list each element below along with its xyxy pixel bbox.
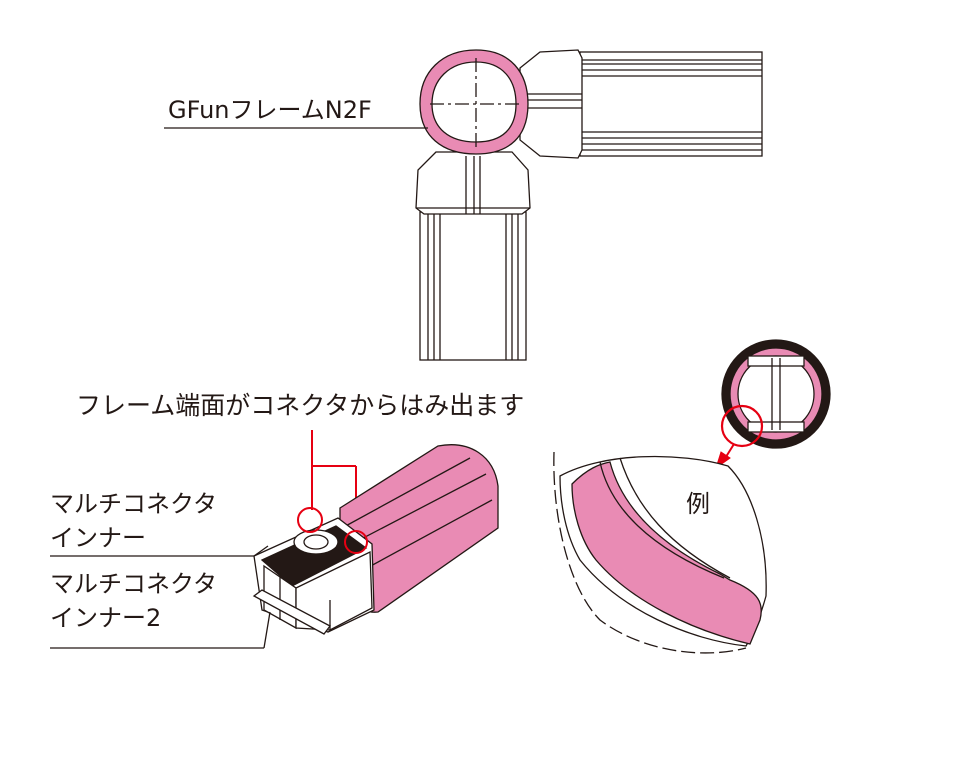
magnified-detail — [553, 451, 767, 654]
example-label: 例 — [686, 490, 710, 518]
multi-inner-label-line1: マルチコネクタ — [50, 490, 217, 518]
horizontal-frame — [579, 51, 763, 157]
end-view-small — [721, 339, 831, 449]
detail-marker-circle — [720, 404, 764, 448]
isometric-connector — [252, 444, 499, 635]
highlight-circles — [297, 507, 368, 554]
inner-leader-lines — [50, 545, 271, 649]
connector-arm-right — [519, 49, 583, 159]
highlight-circle-2 — [344, 530, 368, 554]
highlight-circle-1 — [297, 507, 323, 533]
multi-inner2-label-line2: インナー2 — [50, 604, 161, 632]
protrude-note: フレーム端面がコネクタからはみ出ます — [76, 391, 524, 420]
multi-inner-label-line2: インナー — [50, 524, 146, 552]
frame-name-label: GFunフレームN2F — [168, 96, 372, 124]
multi-inner2-label-line1: マルチコネクタ — [50, 570, 217, 598]
frame-cross-section — [419, 49, 529, 155]
connector-arm-down — [415, 151, 531, 215]
corner-connector-drawing — [164, 49, 763, 361]
vertical-frame — [419, 211, 527, 361]
